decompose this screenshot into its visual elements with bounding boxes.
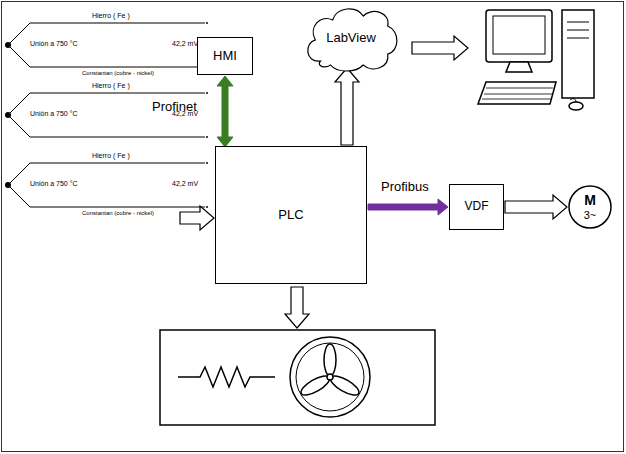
node-text: PLC [278, 208, 303, 222]
thermocouple-label: Constantan (cobre - nickel) [82, 70, 154, 77]
bus-arrow [217, 76, 233, 147]
cloud-outline [308, 9, 397, 71]
thermocouple-label: Hierro ( Fe ) [92, 12, 130, 20]
thermocouple-label: Hierro ( Fe ) [92, 82, 130, 90]
actuator-box [160, 330, 435, 425]
signal-arrow [412, 36, 468, 60]
motor-circle [569, 186, 611, 228]
fan-symbol [290, 337, 370, 417]
thermocouple-label: Unión a 750 °C [30, 40, 78, 48]
vdf-box: VDF [449, 184, 504, 230]
node-text: VDF [465, 200, 489, 213]
thermocouple-label: 42,2 mV [172, 40, 198, 48]
plc-box: PLC [215, 146, 367, 284]
thermocouple-label: Constantan (cobre - nickel) [82, 210, 154, 217]
signal-arrow [180, 206, 214, 230]
node-text: 3~ [584, 209, 597, 221]
thermocouple-junctions [5, 22, 208, 208]
thermocouple-wires [8, 23, 205, 207]
hmi-box: HMI [197, 37, 253, 75]
hollow-arrow [335, 68, 359, 145]
bus-label: Profinet [152, 100, 197, 114]
node-text: M [584, 193, 596, 208]
computer-icon [478, 10, 594, 110]
thermocouple-label: 42,2 mV [172, 180, 198, 188]
labview-cloud: LabView [300, 3, 402, 73]
thermocouple-label: Hierro ( Fe ) [92, 152, 130, 160]
thermocouple-label: Unión a 750 °C [30, 110, 78, 118]
thermocouple-label: Unión a 750 °C [30, 180, 78, 188]
bus-arrow [368, 199, 448, 215]
hollow-arrow [505, 195, 567, 219]
node-text: LabView [326, 31, 376, 45]
node-text: HMI [213, 49, 237, 63]
resistor-symbol [178, 367, 275, 387]
bus-label: Profibus [381, 180, 429, 194]
signal-arrow [285, 287, 309, 328]
motor-symbol: M3~ [568, 185, 612, 229]
